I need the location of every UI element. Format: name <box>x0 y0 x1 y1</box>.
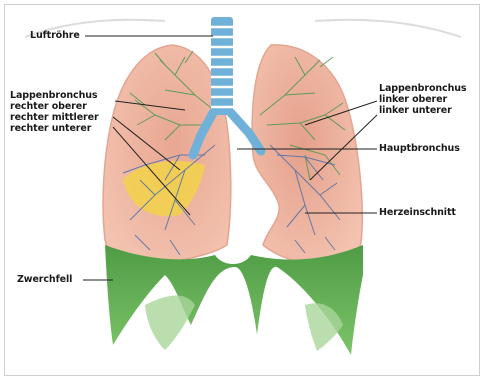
left-lung <box>252 45 362 264</box>
diagram-frame: Luftröhre Lappenbronchus rechter oberer … <box>4 4 480 376</box>
lung-illustration <box>5 5 479 375</box>
label-right-upper: rechter oberer <box>10 101 99 112</box>
label-left-lower: linker unterer <box>379 105 466 116</box>
label-right-lobe-title: Lappenbronchus <box>10 90 99 101</box>
label-trachea: Luftröhre <box>30 30 80 41</box>
label-main-bronchus: Hauptbronchus <box>379 143 460 154</box>
label-left-upper: linker oberer <box>379 94 466 105</box>
label-cardiac-notch: Herzeinschnitt <box>379 207 456 218</box>
label-left-lobe-bronchus: Lappenbronchus linker oberer linker unte… <box>379 83 466 116</box>
diaphragm-highlight <box>145 296 195 350</box>
shoulder-outline-right <box>315 20 461 37</box>
label-diaphragm: Zwerchfell <box>17 274 72 285</box>
label-right-middle: rechter mittlerer <box>10 112 99 123</box>
label-right-lobe-bronchus: Lappenbronchus rechter oberer rechter mi… <box>10 90 99 134</box>
label-left-lobe-title: Lappenbronchus <box>379 83 466 94</box>
label-right-lower: rechter unterer <box>10 123 99 134</box>
